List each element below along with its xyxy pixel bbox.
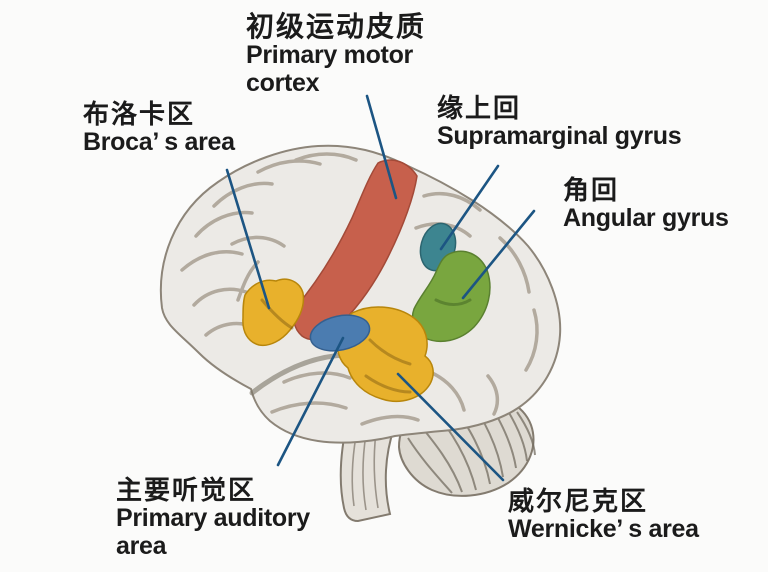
label-supramarginal-gyrus: 缘上回 Supramarginal gyrus (437, 93, 727, 151)
region-brocas-area (242, 278, 305, 347)
label-angular-gyrus: 角回 Angular gyrus (563, 175, 763, 233)
cerebellum-striations (407, 395, 536, 494)
leader-line-angular-gyrus (461, 209, 536, 300)
label-brocas-area: 布洛卡区 Broca’ s area (83, 99, 313, 157)
region-primary-auditory-area (309, 314, 371, 352)
label-primary-auditory-area-en: Primary auditory area (116, 504, 310, 561)
label-wernickes-area-en: Wernicke’ s area (508, 515, 699, 544)
label-primary-motor-cortex-en: Primary motor cortex (246, 41, 413, 98)
label-wernickes-area: 威尔尼克区 Wernicke’ s area (508, 486, 748, 544)
label-angular-gyrus-en: Angular gyrus (563, 204, 729, 233)
leader-line-wernickes-area (396, 372, 505, 482)
label-primary-motor-cortex-zh: 初级运动皮质 (246, 11, 427, 42)
sulci (180, 152, 539, 426)
leader-lines (225, 94, 536, 482)
label-wernickes-area-zh: 威尔尼克区 (508, 486, 649, 516)
lateral-sulcus (249, 352, 349, 396)
leader-line-primary-auditory-area (276, 336, 345, 467)
angular-crease (434, 298, 472, 306)
leader-line-supramarginal-gyrus (439, 164, 500, 251)
label-brocas-area-zh: 布洛卡区 (83, 99, 196, 129)
label-primary-auditory-area: 主要听觉区 Primary auditory area (116, 475, 366, 561)
label-brocas-area-en: Broca’ s area (83, 128, 235, 157)
label-primary-auditory-area-zh: 主要听觉区 (116, 475, 257, 505)
label-supramarginal-gyrus-en: Supramarginal gyrus (437, 122, 682, 151)
leader-line-brocas-area (225, 168, 271, 310)
region-creases (260, 298, 412, 394)
label-angular-gyrus-zh: 角回 (563, 175, 620, 205)
label-supramarginal-gyrus-zh: 缘上回 (437, 93, 522, 123)
label-primary-motor-cortex: 初级运动皮质 Primary motor cortex (246, 11, 451, 98)
leader-line-primary-motor-cortex (365, 94, 398, 200)
